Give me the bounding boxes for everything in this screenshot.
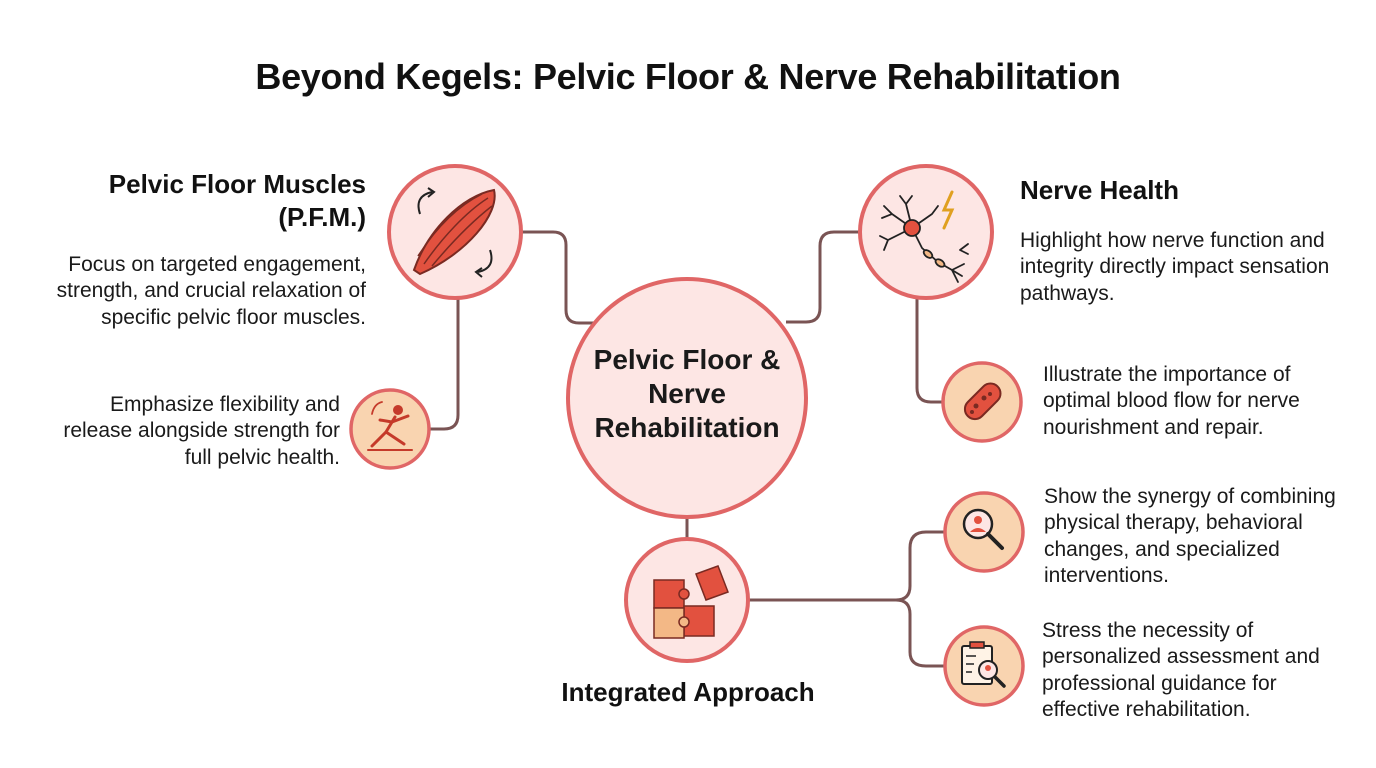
center-label: Pelvic Floor & Nerve Rehabilitation (567, 343, 807, 445)
nerve-node (858, 164, 994, 300)
pfm-heading-line: (P.F.M.) (278, 201, 366, 232)
center-label-line: Nerve (648, 378, 726, 410)
neuron-icon (879, 190, 969, 283)
connector-nerve-center (786, 230, 860, 324)
pfm-heading: Pelvic Floor Muscles (P.F.M.) (60, 168, 366, 233)
flexibility-node (349, 388, 431, 470)
blood-vessel-icon (963, 382, 1002, 421)
blood-description: Illustrate the importance of optimal blo… (1043, 363, 1300, 439)
assessment-node (943, 625, 1025, 707)
page-title: Beyond Kegels: Pelvic Floor & Nerve Reha… (255, 56, 1121, 97)
nerve-description: Highlight how nerve function and integri… (1020, 229, 1330, 305)
stretching-figure-icon (367, 401, 413, 451)
pfm-description: Focus on targeted engagement, strength, … (56, 253, 366, 329)
magnifier-person-icon (962, 508, 1004, 550)
pfm-node (387, 164, 523, 300)
center-circle (566, 277, 808, 519)
blood-node (941, 361, 1023, 443)
connector-pfm-flexibility (428, 272, 460, 431)
integrated-circle (624, 537, 750, 663)
connector-nerve-blood (915, 298, 944, 404)
pfm-heading-line: Pelvic Floor Muscles (108, 169, 366, 199)
center-label-line: Pelvic Floor & (593, 344, 781, 375)
muscle-icon (412, 187, 496, 278)
connectors (428, 230, 944, 668)
synergy-node (943, 491, 1025, 573)
center-label-line: Rehabilitation (594, 412, 780, 444)
flexibility-circle (349, 388, 431, 470)
nerve-circle (858, 164, 994, 300)
nerve-heading: Nerve Health (1020, 175, 1179, 205)
synergy-description: Show the synergy of combining physical t… (1044, 485, 1336, 588)
connector-pfm-center (520, 230, 598, 325)
clipboard-assessment-icon (961, 641, 1006, 688)
connector-branch-fork (895, 530, 944, 668)
integrated-node (624, 537, 750, 663)
flexibility-description: Emphasize flexibility and release alongs… (63, 393, 340, 469)
integrated-heading: Integrated Approach (561, 677, 815, 707)
puzzle-icon (653, 565, 729, 639)
assessment-description: Stress the necessity of personalized ass… (1042, 619, 1320, 722)
